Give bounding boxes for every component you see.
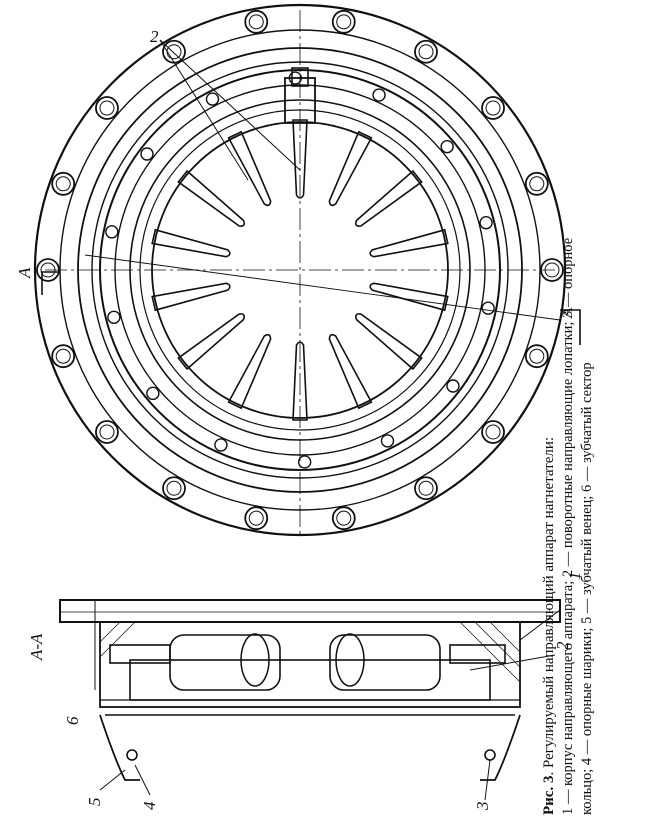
bolt-hole-inner: [166, 480, 182, 496]
support-ball: [481, 301, 495, 315]
support-ball: [107, 310, 121, 324]
support-ball: [214, 438, 228, 452]
guide-vane: [328, 333, 373, 410]
guide-vane: [292, 341, 308, 421]
caption-title: . Регулируемый направляющий аппарат нагн…: [541, 436, 557, 776]
label-section-title: А-А: [27, 633, 46, 661]
caption-title-line: Рис. 3. Регулируемый направляющий аппара…: [540, 155, 559, 815]
bolt-hole: [331, 506, 356, 531]
label-part-3: 3: [473, 802, 492, 812]
bolt-hole-inner: [99, 100, 115, 116]
bolt-hole: [162, 39, 186, 64]
bolt-hole-inner: [485, 100, 501, 116]
bolt-hole: [414, 476, 438, 501]
bolt-hole: [524, 344, 549, 369]
support-ring: [99, 714, 140, 781]
support-ball: [140, 147, 154, 161]
label-section-a-bottom: A: [557, 307, 576, 319]
bolt-hole-inner: [529, 348, 545, 364]
guide-vane: [227, 130, 272, 207]
section-view: [59, 599, 561, 801]
bolt-hole-inner: [336, 14, 352, 30]
bolt-hole-inner: [529, 176, 545, 192]
bolt-hole: [524, 171, 549, 196]
bolt-hole-inner: [166, 44, 182, 60]
guide-vane: [177, 169, 246, 227]
support-ball: [205, 92, 220, 106]
housing-flange-top: [59, 599, 561, 623]
support-ball: [479, 216, 493, 230]
guide-vanes: [151, 119, 449, 421]
label-part-1: 1: [565, 572, 584, 581]
guide-vane: [177, 313, 246, 371]
bolt-hole-inner: [248, 510, 264, 526]
figure-caption: Рис. 3. Регулируемый направляющий аппара…: [540, 155, 640, 815]
bolt-hole: [162, 476, 186, 501]
caption-legend-line-2: кольцо; 4 — опорные шарики; 5 — зубчатый…: [579, 362, 595, 815]
outer-flange: [33, 3, 567, 537]
support-ball: [446, 379, 460, 393]
plan-view: [33, 3, 581, 537]
support-ball: [380, 434, 395, 448]
bolt-hole-inner: [418, 480, 434, 496]
bolt-hole-inner: [418, 44, 434, 60]
guide-vane: [369, 228, 449, 258]
bolt-hole: [51, 171, 76, 196]
bolt-hole-inner: [485, 424, 501, 440]
guide-vane: [328, 130, 373, 207]
label-part-2: 2: [553, 641, 572, 650]
bolt-hole: [481, 420, 505, 444]
label-section-a-top: A: [15, 267, 34, 279]
support-ball: [105, 225, 119, 239]
bolt-hole: [95, 96, 119, 120]
bolt-hole-inner: [248, 14, 264, 30]
guide-vane: [151, 228, 231, 258]
bearing-balls: [105, 71, 495, 469]
caption-number: Рис. 3: [541, 775, 557, 815]
bolt-hole: [244, 506, 269, 531]
guide-vane: [292, 119, 308, 199]
caption-legend-line-1: 1 — корпус направляющего аппарата; 2 — п…: [560, 237, 576, 815]
bolt-hole: [331, 9, 356, 34]
guide-vane: [354, 169, 423, 227]
support-ball: [146, 386, 160, 401]
support-ball: [440, 139, 454, 154]
bolt-hole: [244, 9, 269, 34]
label-blade-top: 2: [150, 27, 159, 46]
guide-vane: [227, 333, 272, 410]
label-part-6: 6: [63, 716, 82, 725]
bolt-hole: [51, 344, 76, 369]
bolt-hole-inner: [55, 348, 71, 364]
label-part-5: 5: [85, 798, 104, 807]
bolt-hole: [481, 96, 505, 120]
guide-vane: [151, 282, 231, 312]
bolt-hole-inner: [55, 176, 71, 192]
bolt-hole: [414, 39, 438, 64]
section-blade-right: [329, 634, 441, 691]
support-ball: [297, 455, 312, 469]
top-actuator: [284, 77, 316, 124]
label-part-4: 4: [140, 801, 159, 810]
bolt-hole-inner: [99, 424, 115, 440]
bolt-hole-inner: [336, 510, 352, 526]
support-ball: [372, 88, 386, 102]
guide-vane: [369, 282, 449, 312]
guide-vane: [354, 313, 423, 371]
housing-body: [99, 621, 521, 708]
bolt-hole: [95, 420, 119, 444]
